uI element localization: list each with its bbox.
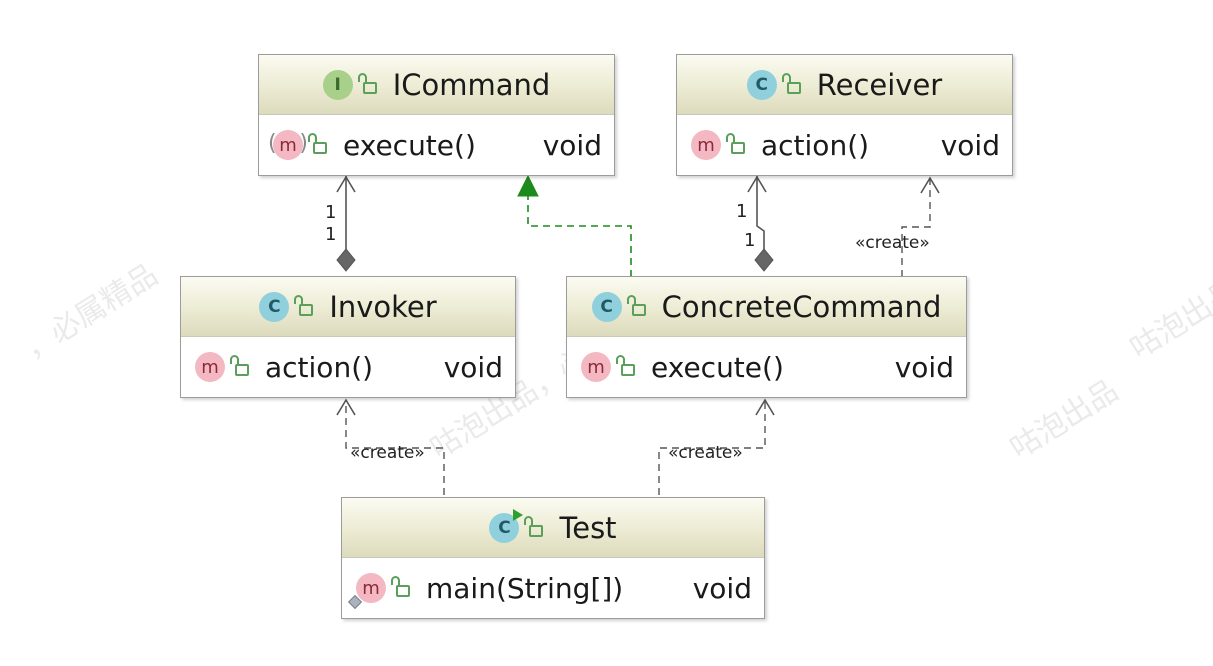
- public-visibility-icon: [294, 294, 314, 316]
- class-name: ConcreteCommand: [661, 289, 942, 324]
- public-visibility-icon: [781, 72, 801, 94]
- composition-invoker-icommand: 1 1: [325, 175, 356, 272]
- method-signature: main(String[]): [426, 571, 624, 605]
- stereotype-label: «create»: [855, 233, 930, 253]
- composition-concretecommand-receiver: 1 1: [736, 175, 774, 272]
- dependency-concretecommand-receiver: «create»: [855, 176, 940, 277]
- class-badge-letter: C: [498, 517, 511, 538]
- return-type: void: [542, 128, 602, 162]
- class-name: Invoker: [329, 289, 437, 324]
- class-node-receiver[interactable]: C Receiver m action() void: [676, 54, 1013, 176]
- class-header: I ICommand: [259, 55, 614, 115]
- method-icon: m: [195, 352, 225, 382]
- class-node-concretecommand[interactable]: C ConcreteCommand m execute() void: [566, 276, 967, 398]
- multiplicity-label: 1: [325, 224, 336, 245]
- method-signature: execute(): [343, 128, 476, 162]
- method-icon: m: [691, 130, 721, 160]
- multiplicity-label: 1: [744, 230, 755, 251]
- public-visibility-icon: [524, 515, 544, 537]
- return-type: void: [443, 350, 503, 384]
- static-marker-icon: [347, 594, 363, 610]
- class-header: C Test: [342, 498, 764, 558]
- class-node-icommand[interactable]: I ICommand m execute() void: [258, 54, 615, 176]
- public-visibility-icon: [391, 576, 410, 597]
- method-icon: m: [581, 352, 611, 382]
- dependency-test-invoker: «create»: [336, 398, 445, 495]
- public-visibility-icon: [230, 355, 249, 376]
- class-icon: C: [259, 291, 290, 322]
- stereotype-label: «create»: [350, 443, 425, 463]
- class-name: Test: [559, 510, 617, 545]
- method-signature: action(): [265, 350, 374, 384]
- interface-icon: I: [322, 69, 353, 100]
- method-badge-letter: m: [362, 577, 380, 599]
- class-header: C Invoker: [181, 277, 515, 337]
- public-visibility-icon: [308, 133, 327, 154]
- public-visibility-icon: [616, 355, 635, 376]
- member-row[interactable]: m main(String[]) void: [342, 558, 764, 618]
- class-header: C ConcreteCommand: [567, 277, 966, 337]
- member-row[interactable]: m action() void: [677, 115, 1012, 175]
- member-row[interactable]: m execute() void: [567, 337, 966, 397]
- method-signature: execute(): [651, 350, 784, 384]
- stereotype-label: «create»: [668, 443, 743, 463]
- method-icon: m: [347, 573, 386, 610]
- multiplicity-label: 1: [736, 201, 747, 222]
- class-icon: C: [746, 69, 777, 100]
- method-icon: m: [268, 130, 308, 160]
- class-name: Receiver: [816, 67, 943, 102]
- return-type: void: [894, 350, 954, 384]
- realization-concretecommand-icommand: [517, 174, 632, 277]
- public-visibility-icon: [357, 72, 377, 94]
- public-visibility-icon: [726, 133, 745, 154]
- class-name: ICommand: [392, 67, 551, 102]
- return-type: void: [940, 128, 1000, 162]
- return-type: void: [692, 571, 752, 605]
- public-visibility-icon: [626, 294, 646, 316]
- run-marker-icon: [513, 508, 524, 521]
- class-icon: C: [489, 508, 524, 543]
- class-node-invoker[interactable]: C Invoker m action() void: [180, 276, 516, 398]
- class-icon: C: [591, 291, 622, 322]
- multiplicity-label: 1: [325, 202, 336, 223]
- member-row[interactable]: m action() void: [181, 337, 515, 397]
- member-row[interactable]: m execute() void: [259, 115, 614, 175]
- class-node-test[interactable]: C Test m main(String[]) void: [341, 497, 765, 619]
- method-signature: action(): [761, 128, 870, 162]
- dependency-test-concretecommand: «create»: [658, 398, 775, 495]
- class-header: C Receiver: [677, 55, 1012, 115]
